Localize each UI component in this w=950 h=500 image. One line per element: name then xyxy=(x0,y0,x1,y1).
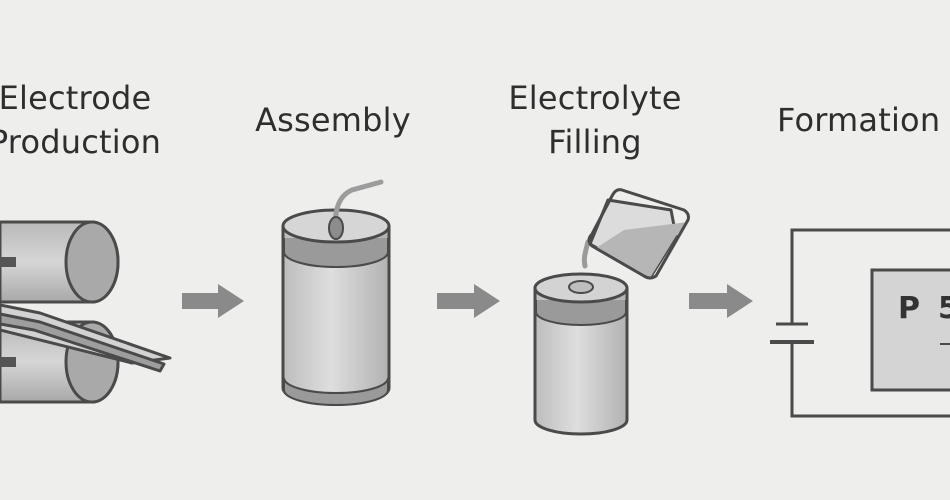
step-label-line: Electrolyte xyxy=(508,79,682,117)
step-label-assembly: Assembly xyxy=(218,98,448,142)
charger-display-icon xyxy=(870,268,950,392)
roller-press-icon xyxy=(0,220,172,404)
step-label-formation: Formation xyxy=(777,98,950,142)
step-label-line: Electrode xyxy=(0,79,152,117)
step-label-electrolyte-filling: Electrolyte Filling xyxy=(470,76,720,164)
cell-cylinder-icon xyxy=(281,179,391,406)
charger-display-left-char: P xyxy=(898,291,920,326)
arrow-right-icon xyxy=(437,284,500,318)
step-label-electrode-production: Electrode Production xyxy=(0,76,220,164)
arrow-right-icon xyxy=(689,284,753,318)
step-label-line: Formation xyxy=(777,101,941,139)
arrow-right-icon xyxy=(182,284,244,318)
electrolyte-pour-icon xyxy=(533,188,690,436)
charger-display-right-char: 5 xyxy=(938,291,950,326)
step-label-line: Filling xyxy=(548,123,642,161)
step-label-line: Production xyxy=(0,123,162,161)
step-label-line: Assembly xyxy=(255,101,411,139)
charging-circuit-icon xyxy=(770,228,950,418)
